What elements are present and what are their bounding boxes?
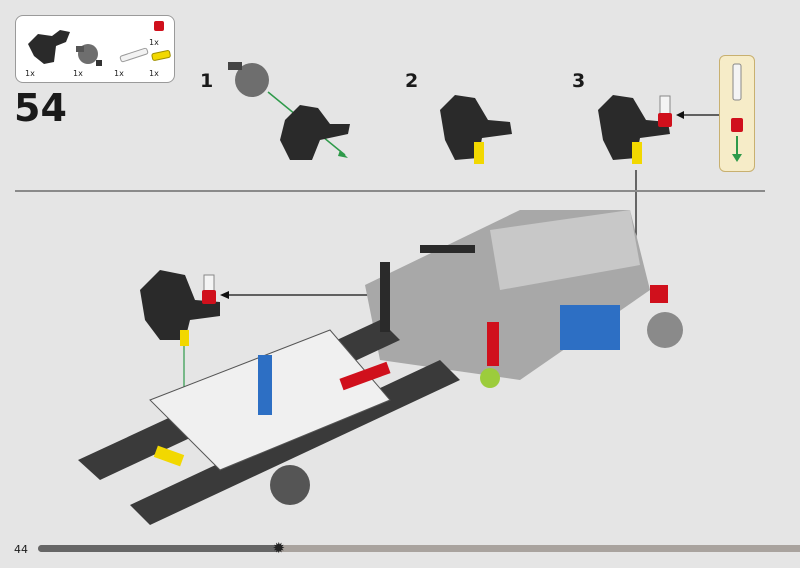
substep-number: 2 [405, 70, 419, 92]
sub-assembly-callout [719, 55, 755, 172]
substep-number: 3 [572, 70, 586, 92]
substep-number: 1 [200, 70, 214, 92]
red-bush-icon [154, 21, 164, 31]
red-bush-icon [731, 118, 743, 132]
steering-knuckle-icon [28, 30, 70, 64]
part-qty: 1x [149, 38, 159, 47]
hub-icon [76, 44, 102, 66]
yellow-pin-icon [151, 50, 171, 61]
section-divider [15, 190, 765, 192]
substep-1-illustration [228, 62, 350, 160]
main-assembly-knuckle [140, 270, 220, 395]
substep-2-illustration [440, 95, 512, 164]
part-qty: 1x [114, 69, 124, 78]
progress-bar: ✹ [38, 540, 800, 556]
parts-illustrations [28, 21, 171, 66]
gear-icon: ✹ [272, 539, 286, 557]
white-pin-icon [119, 47, 149, 63]
part-qty: 1x [73, 69, 83, 78]
step-number: 54 [14, 86, 67, 130]
progress-fill [38, 545, 279, 552]
chassis-assembly [78, 210, 683, 525]
parts-list-box: 1x 1x 1x 1x 1x [15, 15, 175, 83]
white-pin-icon [732, 63, 742, 101]
part-qty: 1x [25, 69, 35, 78]
part-qty: 1x [149, 69, 159, 78]
substep-3-illustration [598, 95, 719, 164]
page-number: 44 [14, 543, 28, 556]
